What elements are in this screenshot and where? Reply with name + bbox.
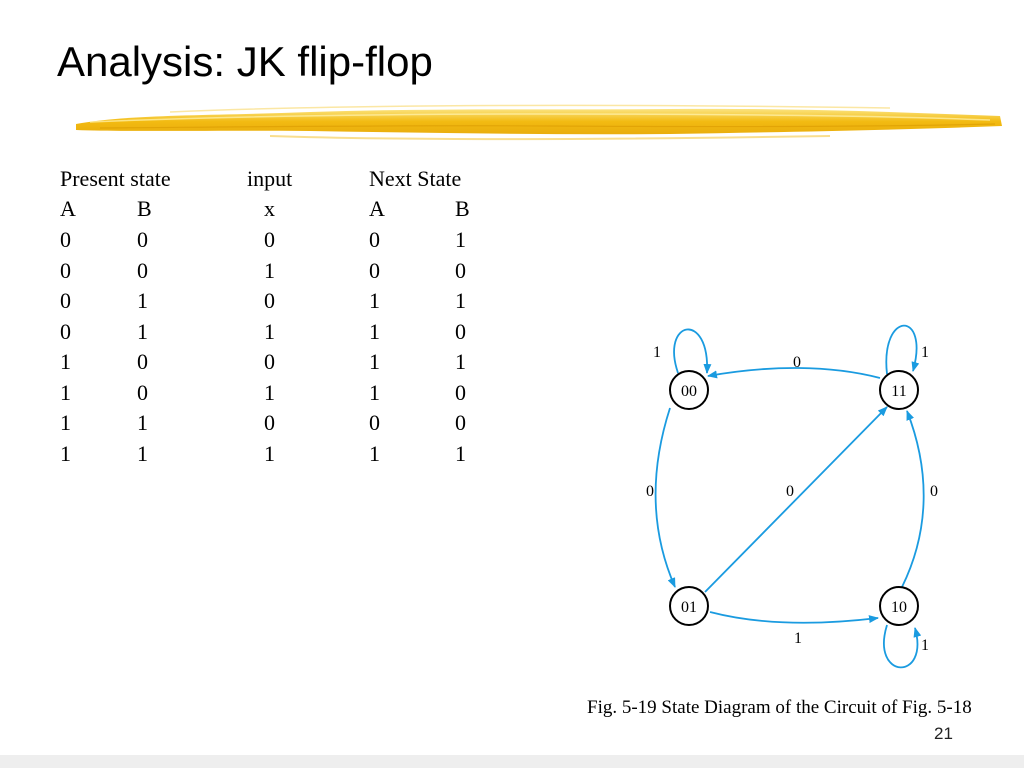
table-cell: 1: [369, 440, 380, 466]
state-diagram: 00 11 01 10 1 0 1 0 0 0 1 1: [646, 324, 938, 669]
table-cell: 0: [264, 227, 275, 252]
table-cell: 1: [60, 379, 71, 405]
edge-label-01-to-10: 1: [794, 630, 802, 647]
edge-label-loop-00: 1: [653, 344, 661, 361]
state-node-11: 11: [879, 370, 919, 410]
edge-label-11-to-00: 0: [793, 354, 801, 371]
edge-01-to-10: [709, 611, 879, 624]
table-cell: 0: [455, 257, 466, 283]
edge-loop-11: [885, 324, 920, 375]
table-cell: 1: [369, 379, 380, 405]
table-cell: 1: [455, 288, 466, 313]
table-cell: 1: [455, 349, 466, 374]
table-cell: 1: [137, 318, 148, 344]
edge-10-to-11: [901, 410, 925, 588]
table-cell: 0: [137, 227, 148, 252]
figure-caption: Fig. 5-19 State Diagram of the Circuit o…: [587, 697, 972, 718]
edge-label-loop-10: 1: [921, 637, 929, 654]
edge-label-10-to-11: 0: [930, 483, 938, 500]
edge-loop-10: [883, 624, 922, 669]
subheader-present-a: A: [60, 196, 76, 221]
edge-loop-00: [673, 328, 712, 374]
edge-label-loop-11: 1: [921, 344, 929, 361]
table-cell: 1: [264, 257, 275, 283]
table-cell: 1: [369, 288, 380, 313]
table-cell: 0: [369, 257, 380, 283]
title-underline-brush: [76, 104, 1002, 140]
state-label-10: 10: [891, 599, 907, 616]
table-cell: 0: [264, 349, 275, 374]
table-cell: 0: [60, 227, 71, 252]
header-input: input: [247, 166, 293, 191]
footer-bar: [0, 755, 1024, 768]
table-cell: 1: [369, 318, 380, 344]
table-cell: 1: [60, 440, 71, 466]
table-cell: 1: [455, 227, 466, 252]
table-cell: 0: [60, 257, 71, 283]
state-node-00: 00: [669, 370, 709, 410]
table-cell: 0: [137, 257, 148, 283]
table-cell: 1: [137, 288, 148, 313]
table-cell: 0: [455, 410, 466, 435]
table-cell: 0: [60, 288, 71, 313]
subheader-input-x: x: [264, 196, 275, 221]
table-cell: 1: [60, 410, 71, 435]
table-cell: 1: [137, 410, 148, 435]
table-cell: 1: [455, 440, 466, 466]
state-label-00: 00: [681, 383, 697, 400]
header-present-state: Present state: [60, 166, 171, 191]
table-cell: 0: [264, 288, 275, 313]
subheader-next-a: A: [369, 196, 385, 221]
edge-00-to-01: [654, 407, 676, 588]
table-cell: 0: [369, 410, 380, 435]
state-label-11: 11: [891, 383, 906, 400]
table-cell: 1: [264, 318, 275, 344]
table-cell: 1: [60, 349, 71, 374]
state-node-01: 01: [669, 586, 709, 626]
slide-title: Analysis: JK flip-flop: [57, 38, 433, 85]
header-next-state: Next State: [369, 166, 462, 191]
edge-01-to-11: [704, 406, 888, 593]
state-label-01: 01: [681, 599, 697, 616]
table-cell: 0: [137, 379, 148, 405]
table-cell: 0: [455, 318, 466, 344]
state-node-10: 10: [879, 586, 919, 626]
table-cell: 1: [264, 379, 275, 405]
table-cell: 0: [369, 227, 380, 252]
table-cell: 0: [455, 379, 466, 405]
table-cell: 1: [369, 349, 380, 374]
edge-label-01-to-11: 0: [786, 483, 794, 500]
table-cell: 1: [137, 440, 148, 466]
table-cell: 1: [264, 440, 275, 466]
table-cell: 0: [264, 410, 275, 435]
table-cell: 0: [137, 349, 148, 374]
page-number: 21: [934, 724, 953, 743]
subheader-present-b: B: [137, 196, 152, 221]
edge-label-00-to-01: 0: [646, 483, 654, 500]
table-cell: 0: [60, 318, 71, 344]
subheader-next-b: B: [455, 196, 470, 221]
edge-11-to-00: [707, 367, 881, 379]
